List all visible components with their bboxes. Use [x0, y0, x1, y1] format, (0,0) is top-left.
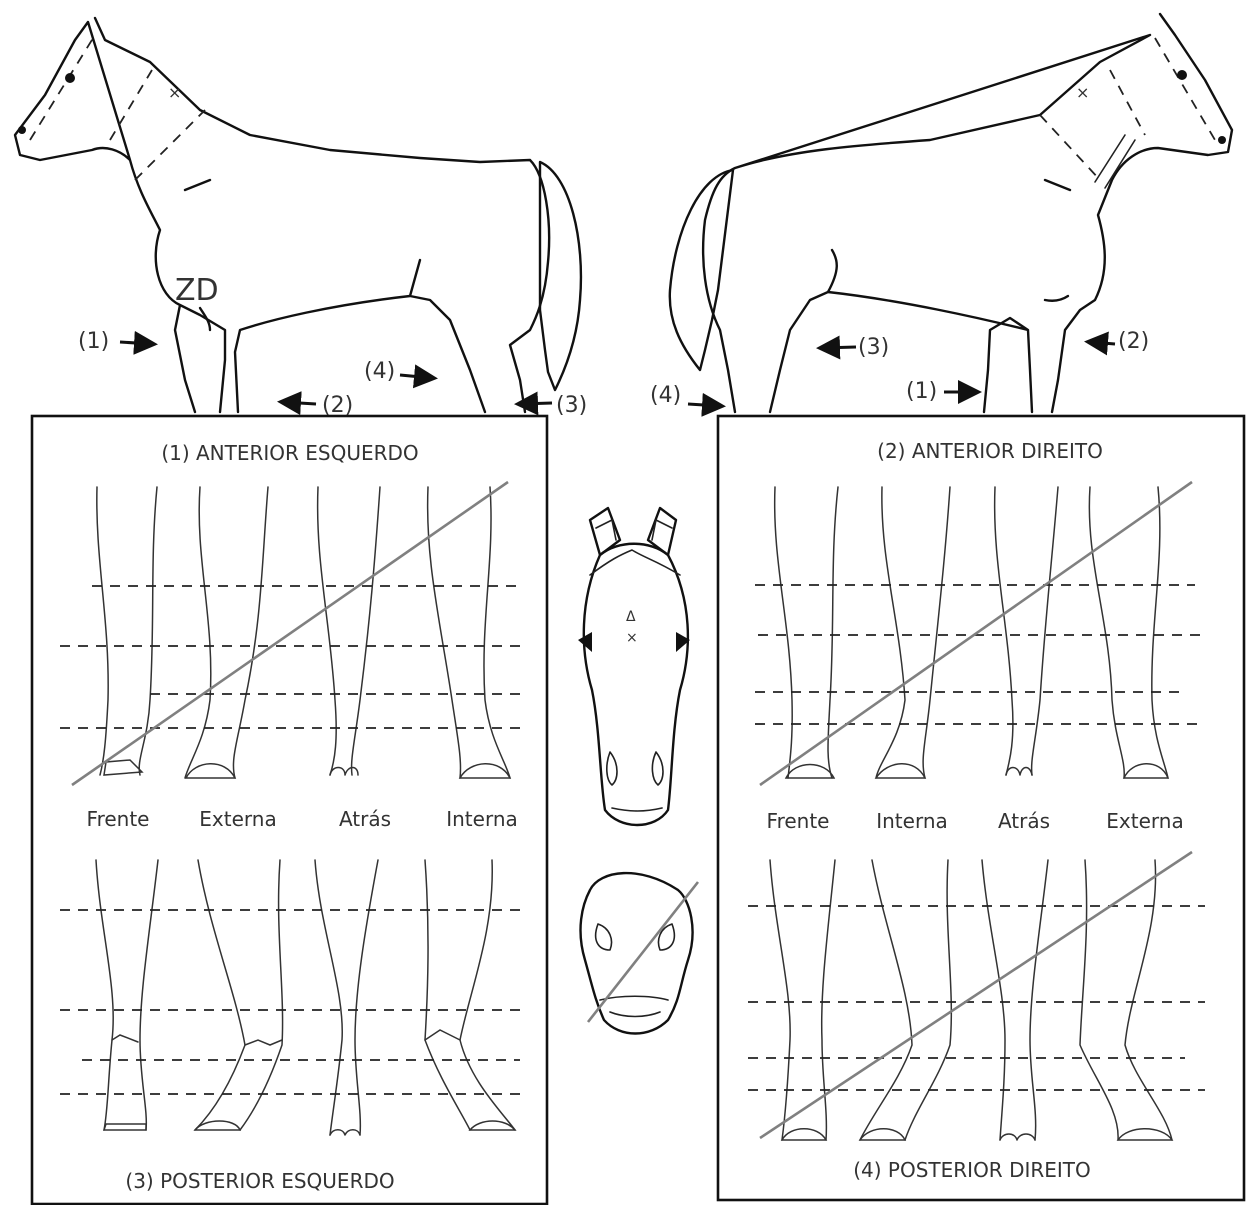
left-legs-panel: (1) ANTERIOR ESQUERDO Frente Externa Atr…	[32, 416, 547, 1204]
right-hind-leg-atras	[982, 860, 1048, 1140]
right-front-leg-externa	[1089, 487, 1168, 778]
right-head-dash	[1155, 38, 1215, 140]
left-arrow-1-label: (1)	[78, 329, 109, 354]
left-hind-leg-interna	[425, 860, 515, 1130]
left-arrow-4-label: (4)	[364, 359, 395, 384]
right-view-label-3: Atrás	[998, 809, 1050, 833]
left-hind-title: (3) POSTERIOR ESQUERDO	[125, 1169, 394, 1193]
left-view-label-4: Interna	[446, 807, 518, 831]
left-head-dash	[30, 35, 95, 140]
right-front-slash	[760, 482, 1192, 785]
right-arrow-1-label: (1)	[906, 379, 937, 404]
right-horse-nostril	[1218, 136, 1226, 144]
left-horse: × ZD (1) (2) (3) (4)	[15, 18, 587, 418]
left-front-title: (1) ANTERIOR ESQUERDO	[161, 441, 418, 465]
left-whorl-mark: ×	[168, 83, 181, 102]
left-arrow-2-label: (2)	[322, 393, 353, 418]
right-view-label-2: Interna	[876, 809, 948, 833]
left-arrow-3-label: (3)	[556, 393, 587, 418]
left-hind-leg-frente	[96, 860, 158, 1130]
right-front-leg-atras	[995, 487, 1058, 775]
right-hind-title: (4) POSTERIOR DIREITO	[853, 1158, 1091, 1182]
head-ears	[590, 508, 676, 555]
muzzle-slash	[588, 882, 698, 1022]
right-legs-panel: (2) ANTERIOR DIREITO Frente Interna Atrá…	[718, 416, 1244, 1200]
left-horse-nostril	[18, 126, 26, 134]
head-nostrils	[607, 752, 663, 785]
right-whorl-mark: ×	[1076, 83, 1089, 102]
right-arrow-3-label: (3)	[858, 335, 889, 360]
left-hind-leg-externa	[195, 860, 283, 1130]
right-horse-eye	[1177, 70, 1187, 80]
right-front-leg-frente	[775, 487, 838, 778]
right-horse-tail	[670, 170, 733, 370]
right-arrow-2-label: (2)	[1118, 329, 1149, 354]
right-front-title: (2) ANTERIOR DIREITO	[877, 439, 1103, 463]
left-front-slash	[72, 482, 508, 785]
left-front-leg-atras	[318, 487, 380, 775]
right-view-label-1: Frente	[767, 809, 830, 833]
right-horse: × (1) (2) (3) (4)	[650, 14, 1232, 412]
right-front-leg-interna	[876, 487, 950, 778]
left-front-leg-externa	[185, 487, 268, 778]
right-hind-slash	[760, 852, 1192, 1138]
left-view-label-1: Frente	[87, 807, 150, 831]
left-front-legs	[97, 487, 510, 778]
head-triangle-mark: Δ	[626, 609, 636, 625]
head-face-outline	[584, 544, 688, 825]
head-whorl-mark: ×	[626, 630, 638, 646]
right-hind-legs	[770, 860, 1172, 1140]
left-horse-eye	[65, 73, 75, 83]
right-hind-leg-interna	[860, 860, 951, 1140]
left-view-label-3: Atrás	[339, 807, 391, 831]
right-arrow-4-label: (4)	[650, 383, 681, 408]
right-hind-leg-frente	[770, 860, 835, 1140]
right-hind-leg-externa	[1080, 860, 1172, 1140]
center-head-muzzle	[581, 873, 698, 1033]
right-view-label-4: Externa	[1106, 809, 1183, 833]
right-panel-frame	[718, 416, 1244, 1200]
center-head-front: Δ ×	[578, 508, 690, 825]
left-zd-mark: ZD	[175, 273, 219, 308]
left-view-label-2: Externa	[199, 807, 276, 831]
